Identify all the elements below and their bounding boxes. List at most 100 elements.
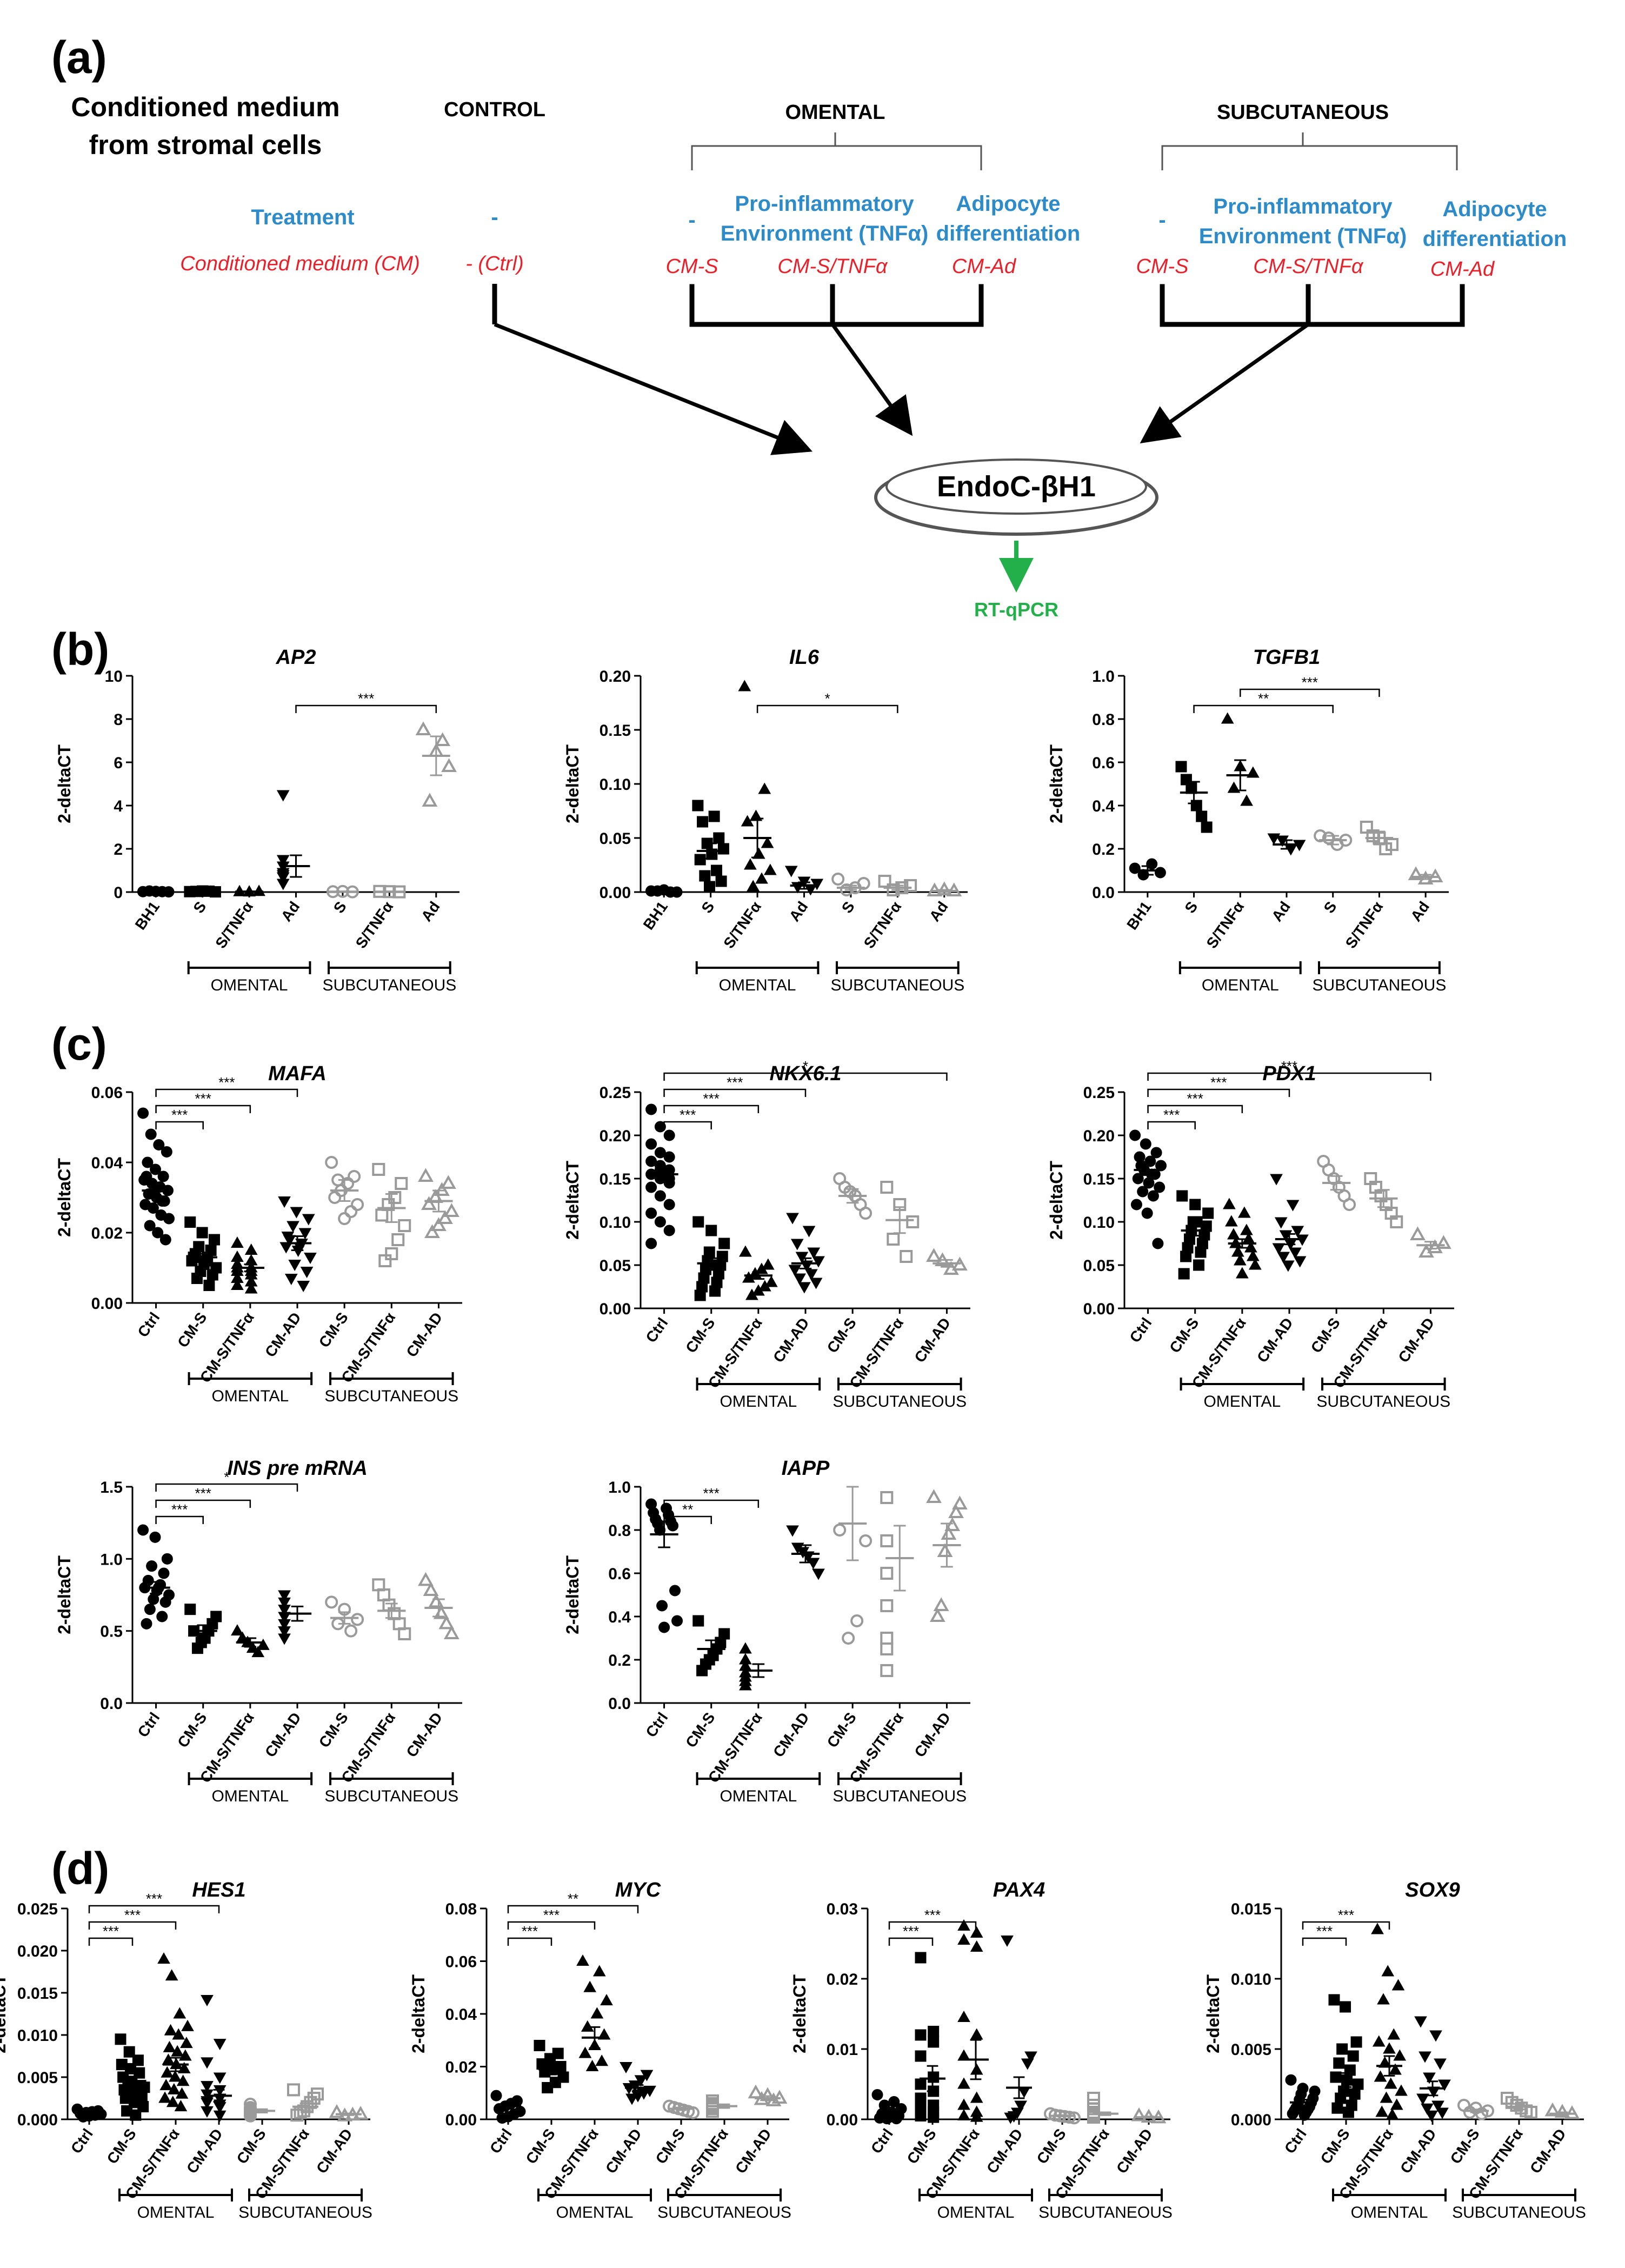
data-point [297, 1281, 310, 1293]
data-point [1410, 1226, 1426, 1240]
y-tick-label: 1.5 [100, 1479, 123, 1497]
y-tick-label: 0.03 [827, 1900, 858, 1918]
data-point [191, 1642, 203, 1654]
data-point [1554, 2104, 1570, 2118]
significance-label: *** [1210, 1074, 1227, 1090]
data-point [415, 721, 431, 735]
data-point [375, 1208, 389, 1222]
subcutaneous-bracket [1321, 1378, 1446, 1391]
data-point [595, 2054, 609, 2066]
data-point [738, 680, 751, 691]
data-point [175, 2087, 189, 2099]
error-bar [1470, 2109, 1482, 2113]
data-point [1322, 832, 1335, 844]
subcutaneous-cm-ad: CM-Ad [1430, 258, 1495, 281]
x-tick-label: Ctrl [487, 2126, 515, 2157]
omental-bracket [118, 2189, 233, 2202]
data-point [328, 1191, 342, 1204]
x-tick-label: S/TNFα [861, 899, 905, 952]
data-point [880, 1567, 894, 1580]
error-bar [432, 1189, 445, 1213]
data-point [1276, 835, 1289, 847]
error-bar [385, 1602, 398, 1619]
data-point [1234, 1254, 1247, 1266]
data-point [747, 880, 760, 892]
chart-title: HES1 [192, 1879, 245, 1901]
data-point [534, 2040, 545, 2051]
data-point [157, 1952, 170, 1964]
data-point [1384, 2077, 1397, 2089]
significance-bracket [663, 1499, 760, 1508]
data-point [948, 1504, 964, 1518]
data-point [1421, 2103, 1434, 2115]
data-point [1221, 712, 1234, 724]
data-point [338, 1212, 351, 1225]
data-point [123, 2046, 135, 2058]
data-point [663, 1225, 675, 1236]
error-bar [799, 1257, 812, 1269]
data-point [278, 1626, 291, 1638]
significance-label: *** [218, 1074, 235, 1090]
chart-title: PAX4 [993, 1879, 1045, 1901]
x-tick-label: CM-AD [732, 2126, 775, 2177]
y-tick-label: 0.2 [608, 1652, 631, 1670]
data-point [1240, 794, 1253, 806]
subcutaneous-header: SUBCUTANEOUS [1217, 101, 1389, 124]
data-point [758, 782, 771, 794]
data-point [926, 1489, 942, 1503]
data-point [758, 1280, 771, 1292]
y-tick-label: 0.0 [100, 1695, 123, 1713]
omental-treatment-adipo-line2: differentiation [936, 222, 1081, 245]
y-tick-label: 0.05 [600, 1257, 631, 1275]
error-bar [891, 884, 904, 891]
y-tick-label: 0.10 [600, 776, 631, 794]
data-point [428, 1593, 444, 1608]
subcutaneous-bracket-thick [1160, 284, 1465, 327]
x-tick-label: Ctrl [68, 2126, 96, 2157]
data-point [944, 1517, 961, 1531]
y-tick-label: 0.8 [608, 1522, 631, 1540]
error-bar [941, 1259, 953, 1268]
data-point [278, 1196, 291, 1208]
data-point [654, 1216, 666, 1228]
data-point [1414, 2016, 1427, 2028]
x-tick-label: CM-S [1308, 1315, 1343, 1356]
omental-bracket [1180, 1378, 1305, 1391]
y-tick-label: 0.06 [91, 1084, 123, 1102]
data-point [1021, 2058, 1034, 2070]
y-tick-label: 0.15 [1083, 1170, 1115, 1188]
subcutaneous-bracket [1048, 2189, 1163, 2202]
subcutaneous-treatment-basal: - [1158, 208, 1166, 232]
omental-group-label: OMENTAL [937, 2204, 1015, 2222]
data-point [157, 1170, 169, 1182]
data-point [145, 1128, 157, 1140]
data-point [576, 1954, 589, 1966]
x-tick-label: CM-S [682, 1710, 718, 1751]
data-point [1286, 1200, 1300, 1212]
data-point [213, 2085, 227, 2097]
data-point [1147, 1190, 1159, 1202]
data-point [802, 1226, 816, 1238]
data-point [1068, 2111, 1081, 2125]
y-tick-label: 0.010 [1231, 1971, 1271, 1988]
error-bar [705, 1639, 718, 1659]
significance-bracket [155, 1515, 204, 1524]
y-tick-label: 8 [114, 711, 123, 729]
data-point [1389, 2063, 1402, 2075]
data-point [148, 1593, 159, 1605]
y-tick-label: 0.6 [1092, 754, 1115, 772]
data-point [251, 1646, 265, 1658]
data-point [378, 1254, 392, 1267]
y-tick-label: 0 [114, 884, 123, 902]
data-point [718, 1238, 730, 1249]
data-point [1281, 1260, 1295, 1272]
data-point [165, 1969, 178, 1981]
data-point [1391, 1979, 1405, 1991]
data-point [1130, 1199, 1142, 1211]
error-bar [1330, 1175, 1343, 1191]
x-tick-label: Ctrl [134, 1710, 163, 1740]
data-point [423, 1582, 439, 1596]
error-bar [256, 2108, 268, 2114]
error-bar [197, 1624, 210, 1638]
